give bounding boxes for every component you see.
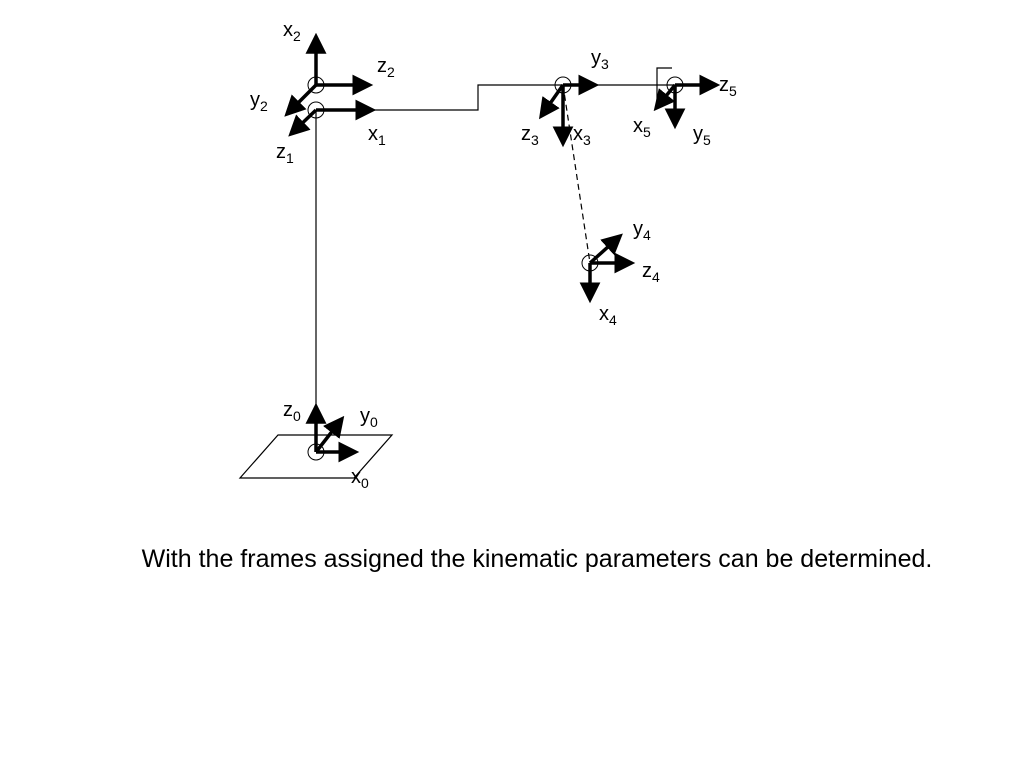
frame-5-x-label: x5 — [633, 115, 651, 140]
frame-0-z-label: z0 — [283, 399, 301, 424]
frame-3-z-axis-arrow — [538, 83, 565, 120]
frame-3: y3 z3 x3 — [521, 47, 609, 148]
frame-2-x-label: x2 — [283, 19, 301, 44]
frame-0: z0 y0 x0 — [283, 399, 378, 491]
frame-4-x-label: x4 — [599, 303, 617, 328]
frame-4-y-label: y4 — [633, 218, 651, 243]
frame-1-x-label: x1 — [368, 123, 386, 148]
frame-5-y-label: y5 — [693, 123, 711, 148]
frame-5: z5 x5 y5 — [633, 74, 737, 148]
frame-0-y-axis-arrow — [314, 415, 345, 454]
frame-2-y-label: y2 — [250, 89, 268, 114]
frame-4-z-label: z4 — [642, 260, 660, 285]
frame-0-y-label: y0 — [360, 405, 378, 430]
frame-1-z-label: z1 — [276, 141, 294, 166]
frame-3-z-label: z3 — [521, 123, 539, 148]
frame-5-z-label: z5 — [719, 74, 737, 99]
wrist-offset-dashed-line — [562, 84, 591, 264]
frame-5-x-axis-arrow — [653, 83, 677, 112]
frame-1: x1 z1 — [276, 99, 386, 166]
base-plane — [238, 434, 394, 479]
frame-2: x2 z2 y2 — [250, 19, 395, 117]
joint1-to-joint3-link — [316, 84, 563, 111]
caption-text: With the frames assigned the kinematic p… — [141, 545, 933, 573]
frame-2-z-label: z2 — [377, 55, 395, 80]
frame-0-x-label: x0 — [351, 466, 369, 491]
frame-1-z-axis-arrow — [288, 108, 318, 137]
frame-4-y-axis-arrow — [588, 233, 623, 265]
frame-2-y-axis-arrow — [284, 83, 318, 117]
frame-4: y4 z4 x4 — [579, 218, 660, 328]
frame-3-x-label: x3 — [573, 123, 591, 148]
frame-3-y-label: y3 — [591, 47, 609, 72]
